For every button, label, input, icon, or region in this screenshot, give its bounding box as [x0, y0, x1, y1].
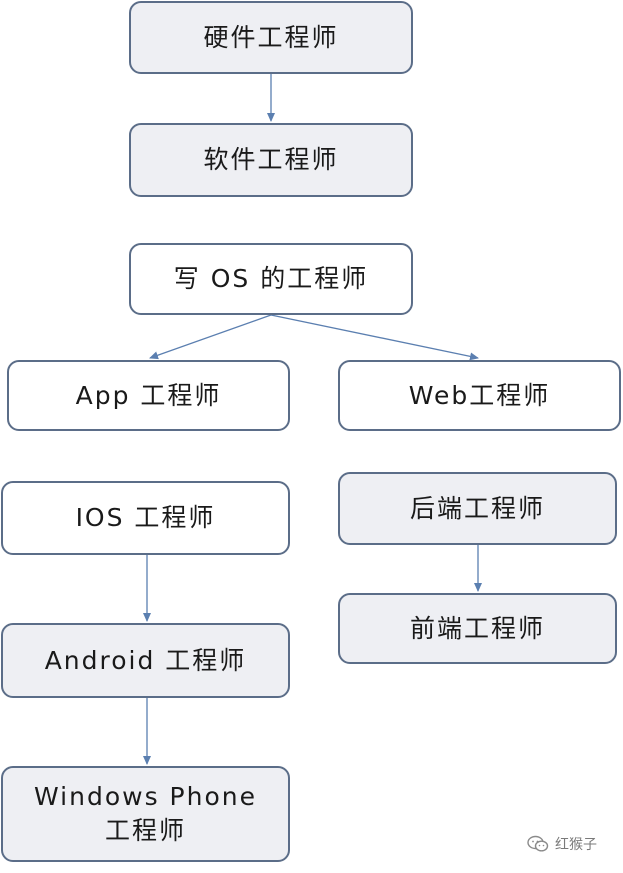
watermark-text: 红猴子 — [555, 837, 597, 853]
node-label: 硬件工程师 — [203, 22, 339, 52]
node-software-engineer: 软件工程师 — [129, 123, 413, 197]
node-label: 后端工程师 — [409, 493, 545, 523]
node-backend-engineer: 后端工程师 — [338, 472, 617, 545]
watermark: 红猴子 — [527, 834, 597, 854]
node-web-engineer: Web工程师 — [338, 360, 621, 431]
node-label: App 工程师 — [75, 380, 222, 410]
node-label: 软件工程师 — [203, 145, 339, 175]
node-os-engineer: 写 OS 的工程师 — [129, 243, 413, 315]
node-label: Web工程师 — [408, 380, 551, 410]
node-label: Android 工程师 — [44, 645, 247, 675]
node-label: 写 OS 的工程师 — [173, 264, 369, 294]
node-label-line1: Windows Phone — [34, 782, 257, 812]
node-windows-phone-engineer: Windows Phone 工程师 — [1, 766, 290, 862]
node-android-engineer: Android 工程师 — [1, 623, 290, 698]
node-label: IOS 工程师 — [75, 503, 216, 533]
wechat-icon — [527, 835, 549, 853]
node-label: 前端工程师 — [409, 613, 545, 643]
node-ios-engineer: IOS 工程师 — [1, 481, 290, 555]
edge-os-to-web — [270, 314, 479, 361]
node-app-engineer: App 工程师 — [7, 360, 290, 431]
node-hardware-engineer: 硬件工程师 — [129, 1, 413, 74]
node-frontend-engineer: 前端工程师 — [338, 593, 617, 664]
edge-os-to-app — [149, 314, 272, 360]
node-label-group: Windows Phone 工程师 — [34, 780, 257, 848]
node-label-line2: 工程师 — [104, 816, 186, 845]
